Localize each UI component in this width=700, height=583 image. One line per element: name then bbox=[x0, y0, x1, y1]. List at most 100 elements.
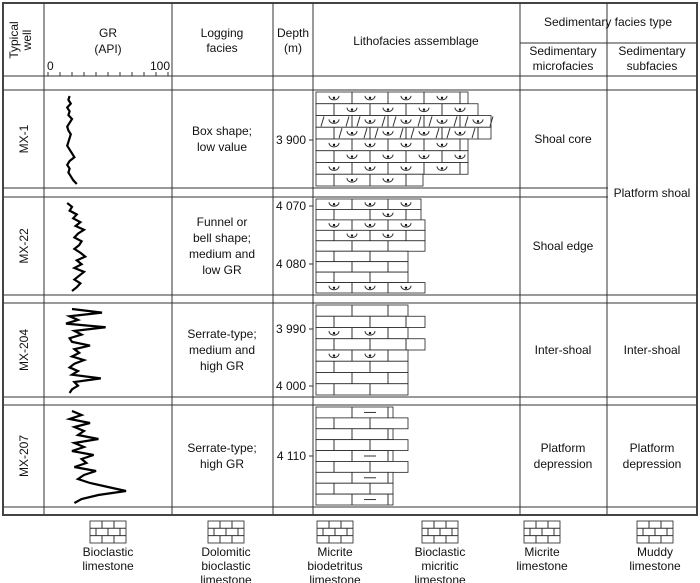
bioclast-dot bbox=[404, 286, 408, 289]
bioclast-dot bbox=[458, 108, 462, 111]
bioclast-icon bbox=[382, 178, 394, 183]
bioclast-dot bbox=[386, 155, 390, 158]
legend-label: Dolomitic bbox=[201, 545, 250, 559]
bioclast-dot bbox=[332, 143, 336, 147]
bioclast-icon bbox=[364, 285, 376, 291]
bioclast-dot bbox=[404, 120, 408, 123]
microfacies-text: Platform bbox=[541, 441, 586, 455]
bioclast-dot bbox=[368, 223, 372, 227]
bioclast-icon bbox=[328, 202, 340, 207]
table-grid bbox=[2, 2, 698, 516]
bioclast-dot bbox=[368, 354, 372, 357]
bioclast-dot bbox=[368, 203, 372, 206]
bioclast-icon bbox=[436, 142, 448, 148]
legend-label: limestone bbox=[82, 559, 134, 573]
legend-label: Muddy bbox=[637, 545, 673, 559]
microfacies-text: Shoal edge bbox=[533, 239, 594, 253]
bioclast-icon bbox=[382, 154, 394, 160]
header-subfacies-2: subfacies bbox=[627, 59, 678, 73]
bioclast-icon bbox=[328, 95, 340, 101]
logging-facies-text: Serrate-type; bbox=[187, 441, 256, 455]
dolomite-icon bbox=[464, 116, 494, 127]
depth-label: 4 110 bbox=[277, 449, 306, 463]
bioclast-dot bbox=[440, 167, 444, 170]
microfacies-text: Inter-shoal bbox=[535, 343, 592, 357]
bioclast-dot bbox=[368, 331, 372, 335]
lithology-layer bbox=[315, 439, 409, 451]
bioclast-dot bbox=[350, 234, 354, 237]
logging-facies-text: low GR bbox=[202, 263, 242, 277]
bioclast-dot bbox=[368, 167, 372, 170]
lithology-layer bbox=[315, 271, 409, 283]
bioclast-icon bbox=[382, 212, 394, 218]
lithology-layer bbox=[315, 471, 394, 484]
bioclast-icon bbox=[346, 233, 358, 238]
legend-label: limestone bbox=[629, 559, 681, 573]
header-subfacies: Sedimentary bbox=[618, 44, 685, 58]
lithology-layer bbox=[315, 461, 409, 473]
logging-facies-text: Funnel or bbox=[197, 215, 248, 229]
header-depth-unit: (m) bbox=[284, 41, 302, 55]
legend-label: biodetritus bbox=[307, 559, 362, 573]
legend-label: Bioclastic bbox=[415, 545, 466, 559]
bioclast-icon bbox=[328, 353, 340, 359]
microfacies-text: Shoal core bbox=[534, 132, 592, 146]
logging-facies-text: high GR bbox=[200, 457, 244, 471]
depth-label: 4 000 bbox=[276, 379, 306, 393]
bioclast-dot bbox=[350, 108, 354, 111]
depth-label: 4 070 bbox=[276, 199, 306, 213]
bioclast-icon bbox=[400, 202, 412, 207]
bioclast-icon bbox=[346, 131, 358, 136]
well-name: MX-22 bbox=[17, 228, 31, 264]
bioclast-icon bbox=[418, 107, 430, 113]
bioclast-dot bbox=[332, 354, 336, 357]
lithology-layer bbox=[315, 240, 426, 252]
bioclast-dot bbox=[440, 143, 444, 147]
logging-facies-text: Serrate-type; bbox=[187, 327, 256, 341]
bioclast-dot bbox=[332, 96, 336, 100]
bioclast-icon bbox=[346, 107, 358, 113]
header-microfacies-2: microfacies bbox=[533, 59, 594, 73]
bioclast-dot bbox=[332, 286, 336, 289]
bioclast-dot bbox=[404, 223, 408, 227]
legend-label: limestone bbox=[414, 573, 466, 583]
gr-axis-max: 100 bbox=[150, 59, 170, 73]
bioclast-icon bbox=[328, 166, 340, 171]
lithology-layer bbox=[315, 450, 394, 462]
bioclast-dot bbox=[440, 120, 444, 123]
header-depth: Depth bbox=[277, 26, 309, 40]
bioclast-icon bbox=[364, 142, 376, 148]
bioclast-dot bbox=[350, 155, 354, 158]
header-lithofacies: Lithofacies assemblage bbox=[353, 34, 479, 48]
gr-curve bbox=[65, 409, 127, 504]
bioclast-dot bbox=[386, 131, 390, 135]
dolomite-icon bbox=[392, 116, 422, 127]
bioclast-dot bbox=[476, 120, 480, 123]
bioclast-dot bbox=[332, 203, 336, 206]
bioclast-dot bbox=[386, 213, 390, 216]
header-sedimentary-type: Sedimentary facies type bbox=[544, 15, 672, 29]
bioclast-icon bbox=[436, 166, 448, 171]
lithology-layer bbox=[315, 103, 479, 116]
bioclast-icon bbox=[364, 95, 376, 101]
dolomite-icon bbox=[338, 127, 368, 139]
header-microfacies: Sedimentary bbox=[529, 44, 596, 58]
table-border bbox=[2, 2, 698, 516]
bioclast-icon bbox=[364, 331, 376, 336]
legend-label: micritic bbox=[421, 559, 458, 573]
bioclast-icon bbox=[328, 223, 340, 228]
legend-label: Micrite bbox=[524, 545, 560, 559]
dolomite-icon bbox=[374, 127, 404, 139]
bioclast-icon bbox=[346, 154, 358, 160]
legend-label: Bioclastic bbox=[83, 545, 134, 559]
header-logging-facies: Logging bbox=[201, 26, 244, 40]
gr-axis-min: 0 bbox=[47, 59, 54, 73]
lithology-layer bbox=[315, 261, 409, 273]
header-gr: GR bbox=[99, 26, 117, 40]
bioclast-dot bbox=[404, 203, 408, 206]
dolomite-icon bbox=[320, 116, 350, 127]
